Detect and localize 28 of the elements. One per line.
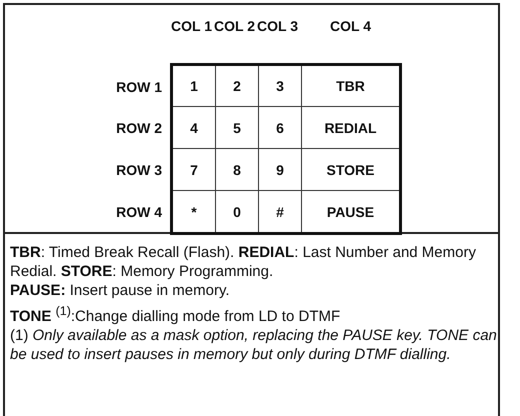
keypad-key: 0 — [216, 191, 259, 232]
keypad-key: PAUSE — [302, 191, 399, 232]
key-description: TBR: Timed Break Recall (Flash). REDIAL: Last Number and Memory Redial. STORE: Memory Programming. — [10, 243, 477, 281]
keypad-key: TBR — [302, 66, 399, 107]
keypad-key: 1 — [173, 66, 216, 107]
row-header: ROW 2 — [115, 120, 162, 136]
row-header: ROW 4 — [115, 204, 162, 220]
keypad-key: * — [173, 191, 216, 232]
keypad-key: 5 — [216, 107, 259, 149]
keypad-key: 7 — [173, 149, 216, 191]
keypad-key: 4 — [173, 107, 216, 149]
column-header: COL 3 — [256, 18, 299, 34]
key-description: TONE $^{(1)}$:Change dialling mode from LD to DTMF — [10, 303, 342, 326]
key-description: PAUSE: Insert pause in memory. — [10, 281, 231, 300]
keypad-key: 2 — [216, 66, 259, 107]
keypad-key: 9 — [259, 149, 302, 191]
column-header: COL 2 — [213, 18, 256, 34]
keypad-key: 3 — [259, 66, 302, 107]
row-header: ROW 1 — [115, 78, 162, 94]
keypad-key: REDIAL — [302, 107, 399, 149]
keypad-key: # — [259, 191, 302, 232]
footnote: (1) Only available as a mask option, replacing the PAUSE key. TONE can be used to insert pauses in memory but only during DTMF dialling. — [10, 326, 498, 364]
row-header: ROW 3 — [115, 162, 162, 178]
column-header: COL 1 — [170, 18, 213, 34]
keypad-key: 8 — [216, 149, 259, 191]
keypad-key: STORE — [302, 149, 399, 191]
keypad-key: 6 — [259, 107, 302, 149]
column-header: COL 4 — [329, 18, 372, 34]
